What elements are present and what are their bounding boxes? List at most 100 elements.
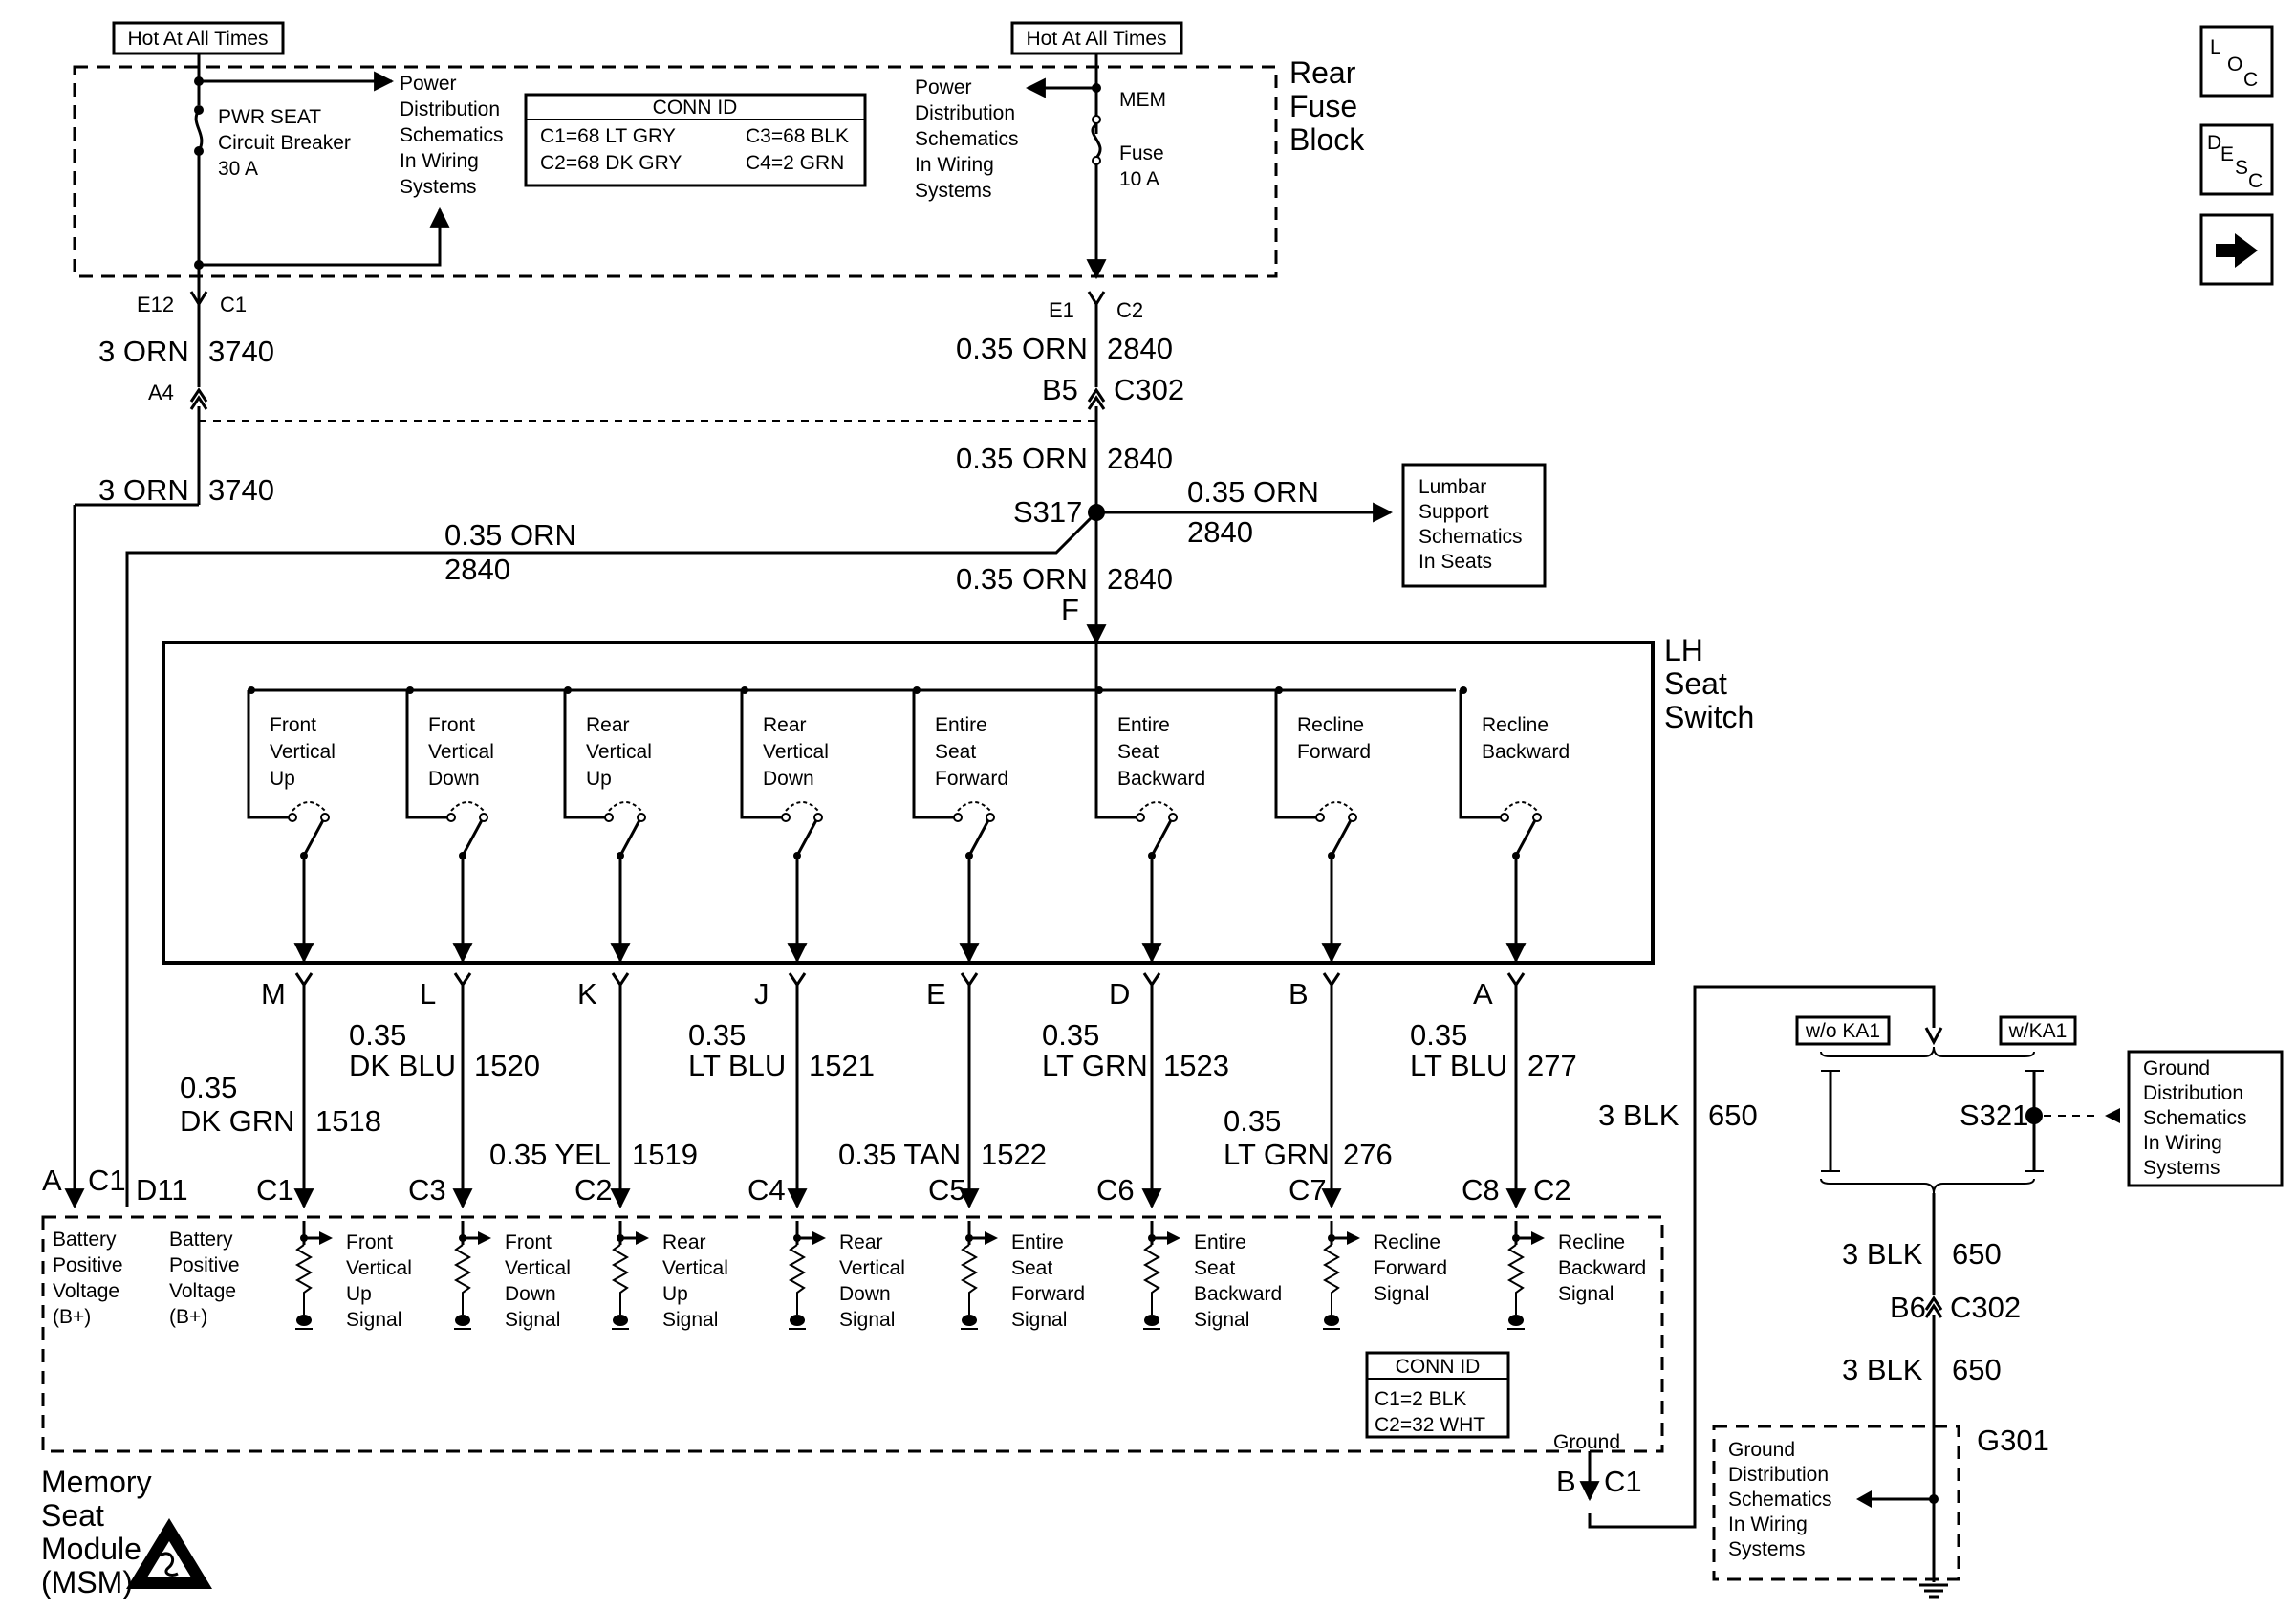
msm-pin-C2: C2 (574, 1173, 613, 1207)
splice-s321-label: S321 (1960, 1099, 2028, 1132)
svg-text:S: S (2235, 157, 2248, 179)
wire-2840-e-num: 2840 (1107, 562, 1173, 596)
wire-size-1523: 0.35 (1042, 1018, 1099, 1052)
splice-s321 (2025, 1107, 2043, 1124)
lumbar-support-ref[interactable]: Lumbar Support Schematics In Seats (1401, 463, 1547, 588)
wire-color-1523: LT GRN (1042, 1049, 1148, 1082)
wire-650-b-num: 650 (1952, 1237, 2002, 1271)
wire-650-a-num: 650 (1708, 1099, 1758, 1132)
svg-text:O: O (2227, 54, 2242, 76)
svg-text:Lumbar Support Sch: Lumbar Support Schematics In Seats (1419, 476, 1527, 573)
svg-text:Ground Distribution: Ground Distribution Schematics In Wiring… (2143, 1057, 2252, 1179)
hot-at-all-times-left: Hot At All Times (112, 21, 285, 55)
pin-b5: B5 (1042, 373, 1078, 406)
wire-num-1518: 1518 (315, 1104, 381, 1138)
wire-num-277: 277 (1527, 1049, 1577, 1082)
pin-a4: A4 (148, 381, 174, 404)
wire-2840-c-size: 0.35 ORN (1187, 475, 1319, 509)
wire-2840-b-size: 0.35 ORN (956, 442, 1088, 475)
svg-text:C2=32 WHT: C2=32 WHT (1375, 1414, 1485, 1436)
ground-distribution-ref-2[interactable]: Ground Distribution Schematics In Wiring… (1728, 1439, 1837, 1560)
switch-pin-E: E (926, 977, 946, 1011)
svg-text:Hot At All Times: Hot At All Times (127, 28, 268, 50)
option-bracket-bottom (1820, 1178, 2035, 1194)
pin-e12: E12 (137, 293, 174, 316)
msm-pin-C6: C6 (1096, 1173, 1135, 1207)
svg-text:C: C (2248, 170, 2263, 192)
msm-outline (41, 1215, 1664, 1453)
wire-2840-a-size: 0.35 ORN (956, 332, 1088, 365)
wire-num-1519: 1519 (632, 1138, 698, 1171)
msm-pin-C3: C3 (408, 1173, 446, 1207)
mem-label: MEM (1119, 89, 1166, 111)
wire-color-276: LT GRN (1224, 1138, 1330, 1171)
fuse-block-conn-id: CONN ID C1=68 LT GRY C3=68 BLK C2=68 DK … (524, 93, 867, 187)
wire-650-c-num: 650 (1952, 1353, 2002, 1386)
splice-s317-label: S317 (1013, 495, 1082, 529)
pin-f: F (1061, 593, 1079, 626)
wire-num-1523: 1523 (1163, 1049, 1229, 1082)
mem-fuse-symbol (1091, 122, 1102, 160)
msm-pin-d11: D11 (136, 1173, 188, 1207)
switch-pin-K: K (577, 977, 597, 1011)
wire-size-277: 0.35 (1410, 1018, 1467, 1052)
next-arrow-button[interactable] (2199, 213, 2274, 286)
circuit-breaker-symbol (194, 109, 204, 152)
wire-2840-a-num: 2840 (1107, 332, 1173, 365)
svg-text:C1=2 BLK: C1=2 BLK (1375, 1388, 1466, 1410)
w-ka1-label: w/KA1 (1999, 1015, 2077, 1046)
wire-3740-a-size: 3 ORN (98, 335, 189, 368)
wire-color-1519: 0.35 YEL (489, 1138, 611, 1171)
pin-b6: B6 (1890, 1291, 1926, 1324)
svg-text:C4=2 GRN: C4=2 GRN (746, 152, 844, 174)
hot-at-all-times-right: Hot At All Times (1010, 21, 1183, 55)
pwr-seat-breaker-label: PWR SEAT Circuit Breaker 30 A (218, 106, 357, 180)
wire-size-1521: 0.35 (688, 1018, 746, 1052)
conn-c302-a: C302 (1114, 373, 1184, 406)
wire-size-1520: 0.35 (349, 1018, 406, 1052)
ground-distribution-ref-1[interactable]: Ground Distribution Schematics In Wiring… (2127, 1050, 2284, 1187)
msm-pin-C5: C5 (928, 1173, 966, 1207)
svg-text:C: C (2243, 69, 2258, 91)
wire-color-277: LT BLU (1410, 1049, 1507, 1082)
power-distribution-ref-left: Power Distribution Schematics In Wiring … (400, 73, 509, 198)
wire-3740-a-num: 3740 (208, 335, 274, 368)
pin-e1: E1 (1049, 298, 1074, 322)
wire-color-1521: LT BLU (688, 1049, 786, 1082)
wo-ka1-label: w/o KA1 (1795, 1015, 1891, 1046)
svg-text:D: D (2207, 132, 2221, 154)
conn-c302-b: C302 (1950, 1291, 2021, 1324)
rear-fuse-block-outline (73, 65, 1278, 278)
svg-text:w/KA1: w/KA1 (2008, 1020, 2068, 1042)
loc-button[interactable]: L O C (2199, 25, 2274, 98)
msm-pin-a: A (42, 1164, 62, 1197)
svg-text:CONN ID: CONN ID (653, 97, 738, 119)
conn-c1-top: C1 (220, 293, 247, 316)
wire-2840-d-size: 0.35 ORN (444, 518, 576, 552)
desc-button[interactable]: D E S C (2199, 123, 2274, 196)
wire-2840-d-num: 2840 (444, 553, 510, 586)
switch-pin-L: L (420, 977, 436, 1011)
svg-text:L: L (2210, 36, 2221, 58)
